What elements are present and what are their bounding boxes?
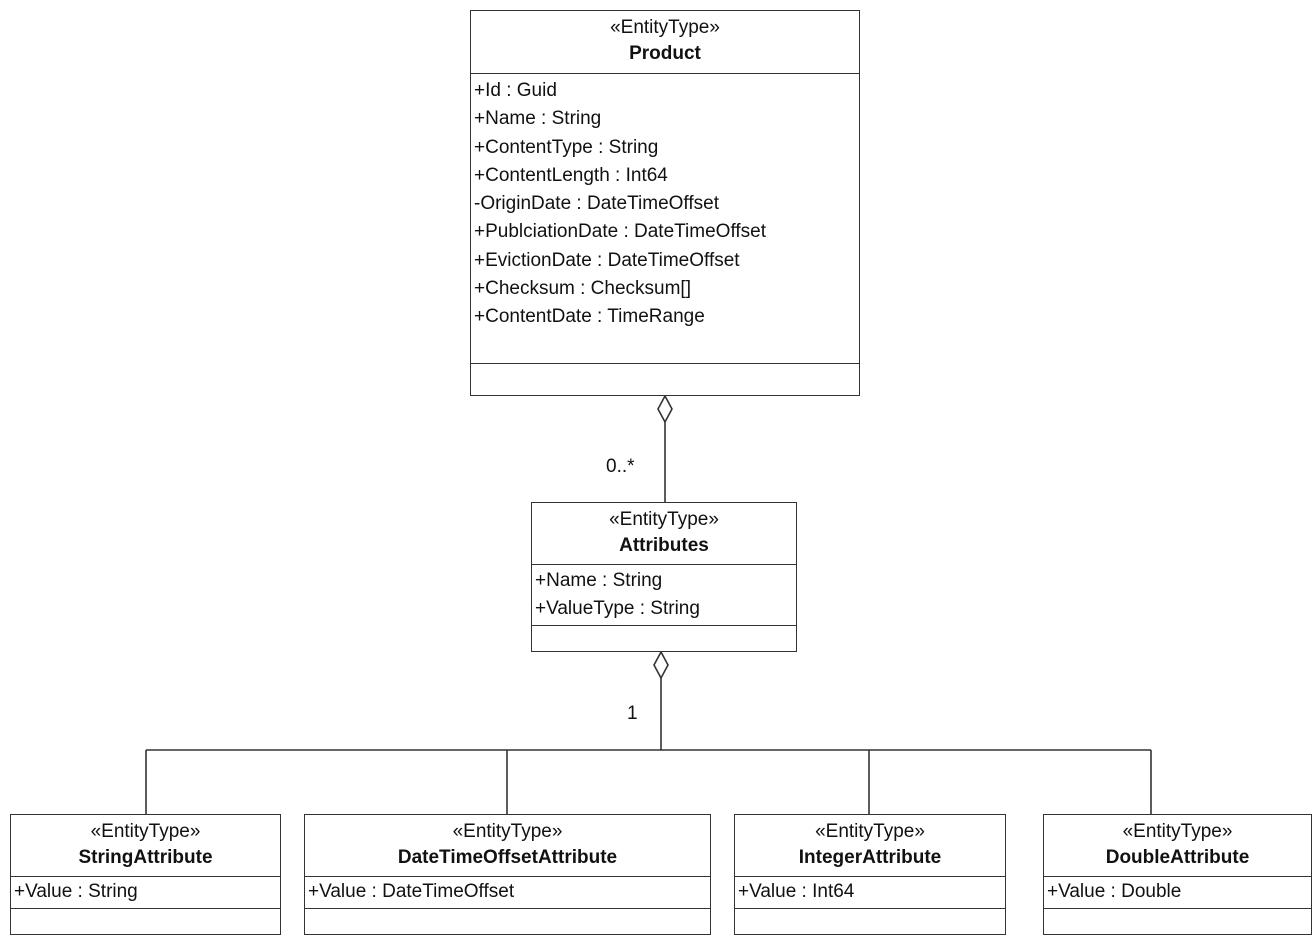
class-datetimeoffset-attribute-attribute: +Value : DateTimeOffset bbox=[308, 881, 515, 902]
class-attributes-header: «EntityType» Attributes bbox=[532, 503, 796, 565]
class-double-attribute-name: DoubleAttribute bbox=[1105, 847, 1250, 868]
class-attributes-attributes: +Name : String +ValueType : String bbox=[532, 565, 796, 626]
multiplicity-attributes-subtypes: 1 bbox=[627, 703, 638, 724]
class-integer-attribute-stereotype: «EntityType» bbox=[815, 821, 925, 842]
class-datetimeoffset-attribute-name: DateTimeOffsetAttribute bbox=[397, 847, 618, 868]
class-product-attribute: +Id : Guid bbox=[474, 80, 557, 101]
aggregation-diamond-attributes bbox=[653, 650, 669, 680]
class-double-attribute[interactable]: «EntityType» DoubleAttribute +Value : Do… bbox=[1043, 814, 1312, 935]
class-datetimeoffset-attribute-stereotype: «EntityType» bbox=[452, 821, 563, 842]
class-string-attribute[interactable]: «EntityType» StringAttribute +Value : St… bbox=[10, 814, 281, 935]
class-string-attribute-stereotype: «EntityType» bbox=[90, 821, 201, 842]
class-product-attribute: +ContentDate : TimeRange bbox=[474, 306, 705, 328]
class-datetimeoffset-attribute-header: «EntityType» DateTimeOffsetAttribute bbox=[305, 815, 710, 877]
class-product-name: Product bbox=[629, 43, 701, 64]
aggregation-diamond-product bbox=[657, 394, 673, 424]
class-integer-attribute[interactable]: «EntityType» IntegerAttribute +Value : I… bbox=[734, 814, 1006, 935]
class-double-attribute-header: «EntityType» DoubleAttribute bbox=[1044, 815, 1311, 877]
class-datetimeoffset-attribute-attributes: +Value : DateTimeOffset bbox=[305, 877, 710, 909]
class-integer-attribute-attribute: +Value : Int64 bbox=[738, 881, 855, 902]
class-attributes-attribute: +ValueType : String bbox=[535, 598, 700, 620]
class-attributes[interactable]: «EntityType» Attributes +Name : String +… bbox=[531, 502, 797, 652]
class-integer-attribute-header: «EntityType» IntegerAttribute bbox=[735, 815, 1005, 877]
class-product-stereotype: «EntityType» bbox=[610, 17, 720, 38]
class-string-attribute-header: «EntityType» StringAttribute bbox=[11, 815, 280, 877]
class-product-attribute: -OriginDate : DateTimeOffset bbox=[474, 193, 719, 215]
multiplicity-product-attributes: 0..* bbox=[606, 456, 635, 477]
class-integer-attribute-name: IntegerAttribute bbox=[798, 847, 942, 868]
class-product-attributes: +Id : Guid +Name : String +ContentType :… bbox=[471, 74, 859, 364]
class-datetimeoffset-attribute[interactable]: «EntityType» DateTimeOffsetAttribute +Va… bbox=[304, 814, 711, 935]
class-product-attribute: +ContentType : String bbox=[474, 136, 659, 158]
class-product-attribute: +Name : String bbox=[474, 108, 602, 130]
class-product-attribute: +PublciationDate : DateTimeOffset bbox=[474, 221, 767, 243]
class-string-attribute-name: StringAttribute bbox=[78, 847, 213, 868]
class-double-attribute-attribute: +Value : Double bbox=[1047, 881, 1182, 902]
class-product-attribute: +Checksum : Checksum[] bbox=[474, 278, 691, 300]
class-attributes-name: Attributes bbox=[619, 535, 709, 556]
class-double-attribute-stereotype: «EntityType» bbox=[1122, 821, 1233, 842]
class-product[interactable]: «EntityType» Product +Id : Guid +Name : … bbox=[470, 10, 860, 396]
class-attributes-stereotype: «EntityType» bbox=[609, 509, 719, 530]
class-product-attribute: +ContentLength : Int64 bbox=[474, 164, 668, 186]
class-string-attribute-attribute: +Value : String bbox=[14, 881, 138, 902]
class-product-attribute: +EvictionDate : DateTimeOffset bbox=[474, 249, 740, 271]
class-double-attribute-attributes: +Value : Double bbox=[1044, 877, 1311, 909]
class-integer-attribute-attributes: +Value : Int64 bbox=[735, 877, 1005, 909]
class-attributes-attribute: +Name : String bbox=[535, 570, 663, 591]
class-product-header: «EntityType» Product bbox=[471, 11, 859, 74]
class-string-attribute-attributes: +Value : String bbox=[11, 877, 280, 909]
